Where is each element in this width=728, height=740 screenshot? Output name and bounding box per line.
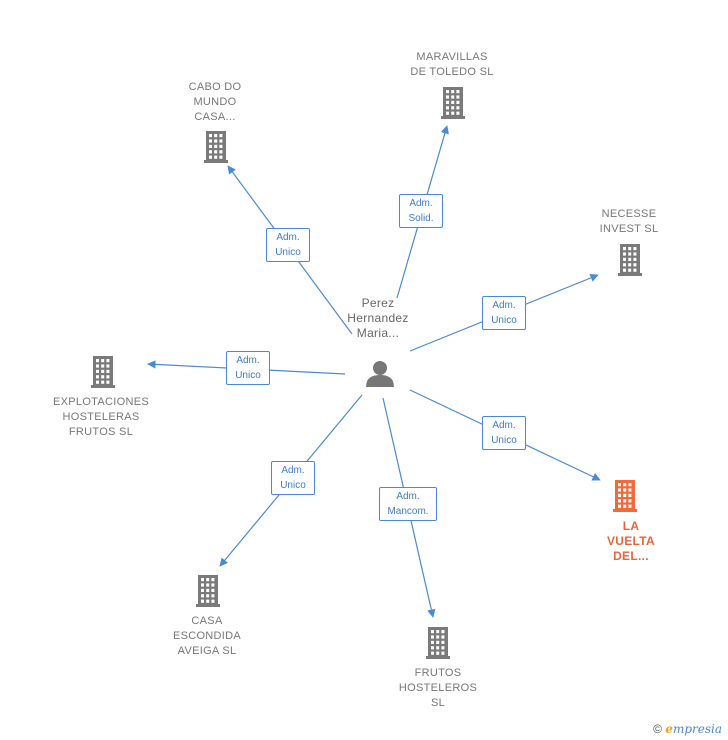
node-label-casa[interactable]: CASA ESCONDIDA AVEIGA SL [172,615,242,657]
node-label-explotaciones[interactable]: EXPLOTACIONES HOSTELERAS FRUTOS SL [53,396,149,438]
node-label-maravillas[interactable]: MARAVILLAS DE TOLEDO SL [410,51,494,78]
building-icon-maravillas[interactable] [441,87,465,119]
edge-label-cabo[interactable]: Adm. Unico [266,228,310,262]
node-label-lavuelta[interactable]: LA VUELTA DEL... [606,519,656,563]
building-icon-necesse[interactable] [618,244,642,276]
edge-label-necesse[interactable]: Adm. Unico [482,296,526,330]
copyright-symbol: © [653,722,662,736]
brand-logo-text: mpresia [672,722,722,736]
building-icon-lavuelta[interactable] [613,480,637,512]
brand-logo-e: e [665,722,673,736]
edge-label-maravillas[interactable]: Adm. Solid. [399,194,443,228]
edge-label-lavuelta[interactable]: Adm. Unico [482,416,526,450]
person-name-label[interactable]: Perez Hernandez Maria... [347,296,409,340]
node-label-frutos[interactable]: FRUTOS HOSTELEROS SL [398,667,478,709]
building-icon-explotaciones[interactable] [91,356,115,388]
building-icon-cabo[interactable] [204,131,228,163]
edge-label-explotaciones[interactable]: Adm. Unico [226,351,270,385]
edge-label-casa[interactable]: Adm. Unico [271,461,315,495]
node-label-necesse[interactable]: NECESSE INVEST SL [599,208,659,235]
icons-layer [91,87,642,659]
node-label-cabo[interactable]: CABO DO MUNDO CASA... [188,81,242,123]
footer-brand: © empresia [653,722,722,736]
building-icon-frutos[interactable] [426,627,450,659]
person-icon[interactable] [366,361,394,387]
edge-label-frutos[interactable]: Adm. Mancom. [379,487,437,521]
building-icon-casa[interactable] [196,575,220,607]
